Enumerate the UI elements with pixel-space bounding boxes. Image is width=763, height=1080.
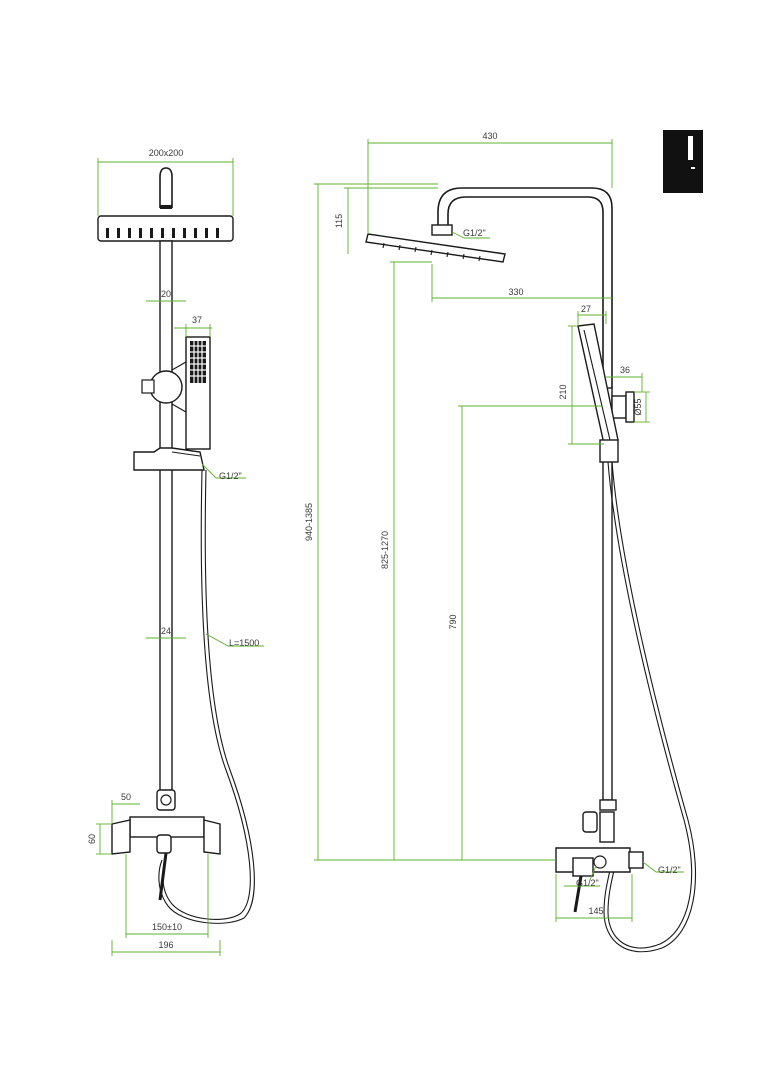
side-nozzles — [382, 242, 481, 262]
dim-thread-mid: G1/2" — [219, 471, 242, 481]
dim-holder-d: 36 — [620, 365, 630, 375]
brand-logo — [663, 130, 703, 193]
dim-body-w: 145 — [588, 906, 603, 916]
dim-thread-out: G1/2" — [658, 865, 681, 875]
dim-head-h: 115 — [334, 214, 344, 228]
side-view — [365, 187, 697, 953]
dim-arm-len: 430 — [482, 131, 497, 141]
dim-spout-w: 50 — [121, 792, 131, 802]
dim-adj-h: 825-1270 — [380, 531, 390, 569]
dim-hose-len: L=1500 — [229, 638, 259, 648]
dim-pipe-dia: 20 — [161, 289, 171, 299]
dim-holder-h: 790 — [448, 614, 458, 629]
dim-head-size: 200x200 — [149, 148, 184, 158]
dim-reach: 330 — [508, 287, 523, 297]
dim-body-h: 60 — [87, 834, 97, 844]
dim-total-w: 196 — [158, 940, 173, 950]
dim-hand-len: 210 — [558, 384, 568, 399]
dim-thread-body: G1/2" — [576, 878, 599, 888]
nozzle-row — [106, 228, 219, 238]
dim-knob-dia: Ø55 — [633, 398, 643, 415]
dim-hand-width: 37 — [192, 315, 202, 325]
dim-pipe-dia2: 24 — [161, 626, 171, 636]
dim-centers: 150±10 — [152, 922, 182, 932]
front-view — [97, 167, 255, 924]
dim-total-h: 940-1385 — [304, 503, 314, 541]
side-dimensions: 430 115 G1/2" 330 27 36 Ø55 210 — [304, 131, 684, 922]
dim-holder-w: 27 — [581, 304, 591, 314]
front-dimensions: 200x200 20 37 G1/2" 24 L=1500 50 60 150±… — [87, 148, 264, 956]
dim-thread-head: G1/2" — [463, 228, 486, 238]
